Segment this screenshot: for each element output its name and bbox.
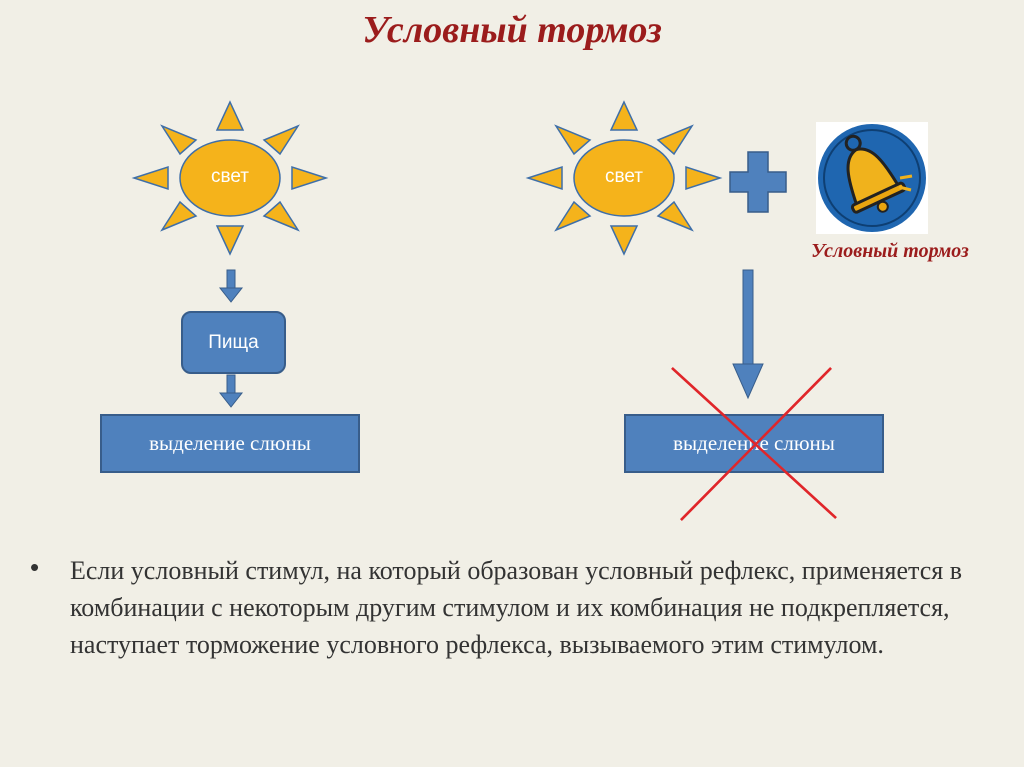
arrow-down-icon bbox=[219, 374, 243, 408]
inhibitor-caption: Условный тормоз bbox=[811, 240, 969, 262]
plus-icon bbox=[729, 151, 787, 213]
bell-icon bbox=[816, 122, 928, 234]
salivation-box-right: выделение слюны bbox=[624, 414, 884, 473]
arrow-down-icon bbox=[219, 269, 243, 303]
arrow-down-icon bbox=[732, 269, 764, 400]
bullet-mark: • bbox=[30, 552, 40, 582]
salivation-box-left: выделение слюны bbox=[100, 414, 360, 473]
sun-label-left: свет bbox=[210, 166, 250, 187]
explanation-paragraph: Если условный стимул, на который образов… bbox=[70, 556, 962, 659]
sun-label-right: свет bbox=[604, 166, 644, 187]
page-title: Условный тормоз bbox=[362, 9, 662, 51]
food-box: Пища bbox=[181, 311, 286, 374]
